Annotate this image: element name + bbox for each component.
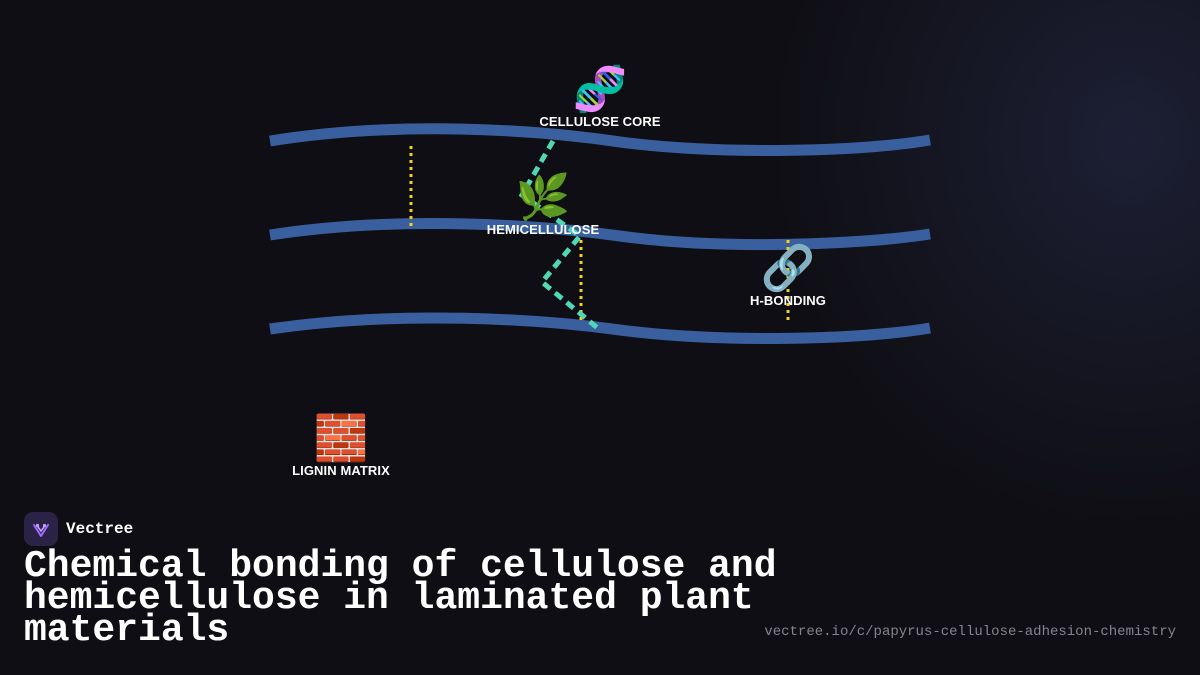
fiber-layer-bottom	[269, 312, 931, 344]
node-lignin-matrix: 🧱 LIGNIN MATRIX	[292, 413, 390, 479]
node-label: CELLULOSE CORE	[539, 114, 661, 129]
node-label: LIGNIN MATRIX	[292, 463, 390, 478]
vectree-logo-icon	[24, 512, 58, 546]
link-icon: 🔗	[760, 243, 816, 294]
dna-icon: 🧬	[572, 64, 628, 115]
node-h-bonding: 🔗 H-BONDING	[749, 243, 827, 309]
fiber-layer-middle	[269, 218, 931, 251]
fiber-layer-top	[269, 123, 931, 156]
hemicellulose-crosslink	[518, 139, 602, 332]
herb-icon: 🌿	[515, 172, 571, 223]
node-hemicellulose: 🌿 HEMICELLULOSE	[486, 172, 600, 238]
node-label: H-BONDING	[749, 293, 827, 308]
brand: Vectree	[24, 512, 133, 546]
brick-icon: 🧱	[313, 413, 369, 464]
page-url[interactable]: vectree.io/c/papyrus-cellulose-adhesion-…	[764, 624, 1176, 640]
brand-name: Vectree	[66, 520, 134, 538]
page-title: Chemical bonding of cellulose and hemice…	[24, 545, 777, 652]
node-cellulose-core: 🧬 CELLULOSE CORE	[539, 64, 661, 130]
node-label: HEMICELLULOSE	[486, 222, 600, 237]
